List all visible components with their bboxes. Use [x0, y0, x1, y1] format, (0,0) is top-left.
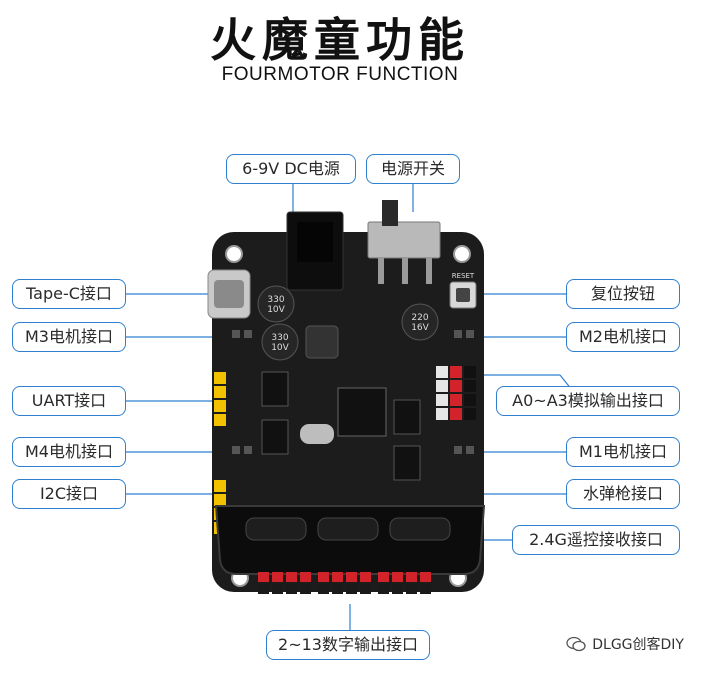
label-m3: M3电机接口 [12, 322, 126, 352]
rf-socket-slot-2 [317, 517, 379, 541]
cap1-value: 330 [267, 295, 284, 305]
rf-socket-slot-1 [245, 517, 307, 541]
driver-chip-2 [261, 419, 289, 455]
label-reset: 复位按钮 [566, 279, 680, 309]
capacitor-1 [257, 285, 295, 323]
cap1-voltage: 10V [267, 305, 285, 315]
page-subtitle: FOURMOTOR FUNCTION [221, 64, 459, 85]
digital-pin-red [332, 572, 343, 582]
capacitor-3 [401, 303, 439, 341]
power-switch [367, 221, 441, 259]
digital-header [258, 572, 431, 594]
digital-pin-red [272, 572, 283, 582]
label-uart: UART接口 [12, 386, 126, 416]
digital-pin-black [272, 584, 283, 594]
cap2-voltage: 10V [271, 343, 289, 353]
cap3-value: 220 [411, 313, 428, 323]
digital-pin-black [360, 584, 371, 594]
digital-pin-red [420, 572, 431, 582]
watermark: DLGG创客DIY [566, 634, 684, 654]
usb-c-inner [214, 280, 244, 308]
label-water-gun: 水弹枪接口 [566, 479, 680, 509]
label-m1: M1电机接口 [566, 437, 680, 467]
label-power-switch: 电源开关 [366, 154, 460, 184]
motor-pins [232, 330, 474, 454]
digital-pin-red [378, 572, 389, 582]
analog-header [436, 366, 476, 420]
mount-hole-tl [225, 245, 243, 263]
mount-hole-tr [453, 245, 471, 263]
driver-chip-1 [261, 371, 289, 407]
driver-chip-3 [393, 399, 421, 435]
label-type-c: Tape-C接口 [12, 279, 126, 309]
cap2-value: 330 [271, 333, 288, 343]
mcu-chip [337, 387, 387, 437]
digital-pin-black [378, 584, 389, 594]
capacitor-2 [261, 323, 299, 361]
digital-pin-black [318, 584, 329, 594]
digital-pin-black [258, 584, 269, 594]
connector-lines [126, 184, 573, 630]
label-i2c: I2C接口 [12, 479, 126, 509]
digital-pin-black [332, 584, 343, 594]
page-title: 火魔童功能 [210, 13, 470, 67]
cap3-voltage: 16V [411, 323, 429, 333]
digital-pin-red [318, 572, 329, 582]
digital-pin-red [360, 572, 371, 582]
label-m2: M2电机接口 [566, 322, 680, 352]
watermark-text: DLGG创客DIY [592, 637, 684, 653]
digital-pin-black [420, 584, 431, 594]
rf-socket-slot-3 [389, 517, 451, 541]
uart-header [214, 372, 226, 426]
digital-pin-red [258, 572, 269, 582]
digital-pin-black [346, 584, 357, 594]
digital-pin-red [406, 572, 417, 582]
label-m4: M4电机接口 [12, 437, 126, 467]
wechat-icon [566, 636, 586, 652]
driver-chip-4 [393, 445, 421, 481]
digital-pin-red [286, 572, 297, 582]
digital-pin-black [286, 584, 297, 594]
label-rf-24g: 2.4G遥控接收接口 [512, 525, 680, 555]
digital-pin-black [392, 584, 403, 594]
label-analog: A0~A3模拟输出接口 [496, 386, 680, 416]
label-digital: 2~13数字输出接口 [266, 630, 430, 660]
power-switch-toggle [382, 200, 398, 226]
digital-pin-red [392, 572, 403, 582]
reset-button-cap [456, 288, 470, 302]
switch-pin-1 [378, 258, 384, 284]
reset-silkscreen: RESET [452, 272, 475, 280]
digital-pin-black [300, 584, 311, 594]
crystal [300, 424, 334, 444]
label-power-input: 6-9V DC电源 [226, 154, 356, 184]
digital-pin-black [406, 584, 417, 594]
dc-jack-opening [297, 222, 333, 262]
inductor [305, 325, 339, 359]
switch-pin-2 [402, 258, 408, 284]
digital-pin-red [300, 572, 311, 582]
digital-pin-red [346, 572, 357, 582]
switch-pin-3 [426, 258, 432, 284]
